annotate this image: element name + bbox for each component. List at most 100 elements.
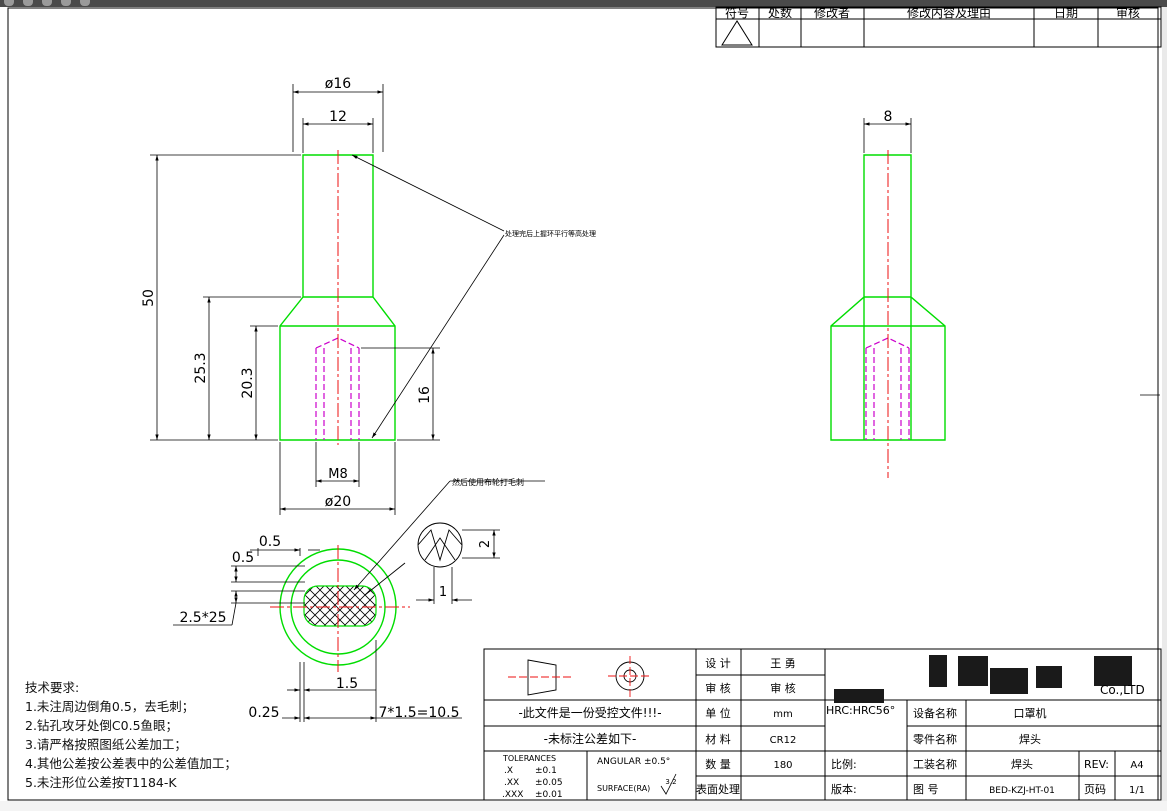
detail-dim-2-text: 2 <box>478 540 493 548</box>
dim-side-width-text: 8 <box>884 109 893 125</box>
dim-knurl-text: 2.5*25 <box>179 610 226 626</box>
bottom-left-dims <box>173 548 320 626</box>
tech-requirement-item: 3.请严格按照图纸公差加工； <box>25 737 187 752</box>
revision-triangle-icon <box>721 20 753 46</box>
side-view: 8 <box>830 109 946 478</box>
detail-dims <box>416 529 500 604</box>
value-design: 王 勇 <box>770 657 796 670</box>
rev-header-symbol: 符号 <box>725 5 749 20</box>
label-equipment: 设备名称 <box>913 706 957 720</box>
label-material: 材 料 <box>705 732 731 746</box>
side-view-outline <box>830 154 946 441</box>
dim-d-text: 0.25 <box>248 705 279 721</box>
bottom-leader <box>353 480 545 591</box>
toolbar-icon[interactable] <box>23 0 33 6</box>
dim-total-height <box>150 154 301 441</box>
company-logo <box>834 655 1132 703</box>
angular-text: ANGULAR ±0.5° <box>597 757 670 767</box>
tol-x-label: .X <box>504 766 513 776</box>
toolbar-icon[interactable] <box>80 0 90 6</box>
tech-requirements-title: 技术要求: <box>25 680 80 695</box>
rev-header-date: 日期 <box>1054 6 1078 20</box>
label-station: 工装名称 <box>913 757 957 771</box>
dim-thread <box>315 442 360 487</box>
dim-total-height-text: 50 <box>141 289 157 307</box>
tech-requirement-item: 5.未注形位公差按T1184-K <box>25 775 177 790</box>
surface-symbol-icon <box>660 773 677 795</box>
window-top-bar <box>0 0 1167 7</box>
label-part: 零件名称 <box>913 732 957 746</box>
tol-xxx-value: ±0.01 <box>535 790 563 800</box>
label-check: 审 核 <box>705 681 731 695</box>
dim-top-inner-text: 12 <box>329 109 347 125</box>
toolbar-icons <box>4 0 90 7</box>
projection-symbol-icon <box>508 656 652 697</box>
revision-table: 符号 处数 修改者 修改内容及理由 日期 审核 <box>715 5 1162 48</box>
tol-x-value: ±0.1 <box>535 766 557 776</box>
value-part: 焊头 <box>1019 732 1041 746</box>
horizontal-scrollbar[interactable] <box>0 801 1167 811</box>
value-unit: mm <box>773 709 792 720</box>
tolerance-note-text: -未标注公差如下- <box>544 731 637 746</box>
company-suffix: Co.,LTD <box>1100 683 1145 697</box>
dim-body-height <box>250 325 278 440</box>
label-design: 设 计 <box>705 657 731 670</box>
label-qty: 数 量 <box>705 758 731 771</box>
label-drawing-no: 图 号 <box>913 783 939 796</box>
dim-bottom-width <box>279 442 396 515</box>
tech-requirements: 技术要求: 1.未注周边倒角0.5，去毛刺； 2.钻孔攻牙处倒C0.5鱼眼； 3… <box>25 678 237 792</box>
knurl-area <box>303 585 377 627</box>
front-view-outline <box>279 154 396 441</box>
toolbar-icon[interactable] <box>61 0 71 6</box>
value-rev: A4 <box>1130 760 1143 771</box>
hardness-text: HRC:HRC56° <box>826 704 895 717</box>
side-thread-hole <box>865 337 910 440</box>
dim-bottom-width-text: ø20 <box>325 494 351 510</box>
knurl-detail <box>364 522 463 596</box>
dim-thread-depth <box>361 347 440 441</box>
value-check: 审 核 <box>770 681 796 695</box>
rev-header-editor: 修改者 <box>814 5 850 20</box>
dim-top-inner <box>302 118 374 153</box>
dim-top-outer-text: ø16 <box>325 76 351 92</box>
vertical-scrollbar[interactable] <box>1162 7 1167 811</box>
label-scale: 比例: <box>831 757 857 771</box>
bottom-leader-note: 然后使用布轮打毛刺 <box>452 477 524 487</box>
value-equipment: 口罩机 <box>1014 706 1047 720</box>
dim-pitch-text: 7*1.5=10.5 <box>378 705 459 721</box>
label-rev: REV: <box>1084 758 1109 771</box>
dim-a-text: 0.5 <box>259 534 281 550</box>
tol-xxx-label: .XXX <box>502 790 523 800</box>
bottom-view: 2 1 然后使用布轮打毛刺 0.5 0.5 2.5*25 <box>173 477 545 722</box>
tolerances-label: TOLERANCES <box>502 754 556 763</box>
value-page: 1/1 <box>1129 785 1145 796</box>
dim-top-outer <box>292 84 384 152</box>
label-surface-treat: 表面处理 <box>696 782 740 796</box>
controlled-doc-text: -此文件是一份受控文件!!!- <box>518 705 661 720</box>
title-block: -此文件是一份受控文件!!!- -未标注公差如下- TOLERANCES .X … <box>483 648 1162 801</box>
toolbar-icon[interactable] <box>4 0 14 6</box>
tech-requirement-item: 4.其他公差按公差表中的公差值加工； <box>25 756 237 771</box>
label-unit: 单 位 <box>705 706 731 720</box>
tech-requirement-item: 2.钻孔攻牙处倒C0.5鱼眼； <box>25 718 179 733</box>
front-view: ø16 12 50 25.3 20.3 <box>141 76 596 515</box>
value-material: CR12 <box>770 735 797 746</box>
rev-header-content: 修改内容及理由 <box>907 5 991 20</box>
detail-dim-1-text: 1 <box>439 585 447 600</box>
front-leader-note: 处理完后上握环平行等高处理 <box>505 229 596 238</box>
front-thread-hole <box>315 337 360 440</box>
value-station: 焊头 <box>1011 757 1033 771</box>
dim-side-width <box>863 118 912 153</box>
surface-value: 3.2 <box>665 778 676 786</box>
label-page: 页码 <box>1084 783 1106 796</box>
dim-lower-height-text: 25.3 <box>193 352 209 383</box>
dim-lower-height <box>203 296 301 440</box>
tech-requirement-item: 1.未注周边倒角0.5，去毛刺； <box>25 699 195 714</box>
toolbar-icon[interactable] <box>42 0 52 6</box>
rev-header-review: 审核 <box>1116 5 1140 20</box>
surface-text: SURFACE(RA) <box>597 784 650 793</box>
value-drawing-no: BED-KZJ-HT-01 <box>989 786 1055 796</box>
bottom-lower-dims <box>282 640 462 722</box>
dim-body-height-text: 20.3 <box>240 367 256 398</box>
